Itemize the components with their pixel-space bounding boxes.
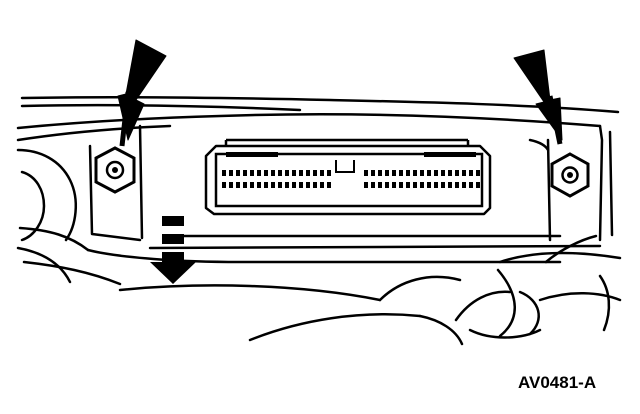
connector-pin bbox=[406, 182, 410, 188]
connector-pin bbox=[299, 170, 303, 176]
connector-pin bbox=[313, 170, 317, 176]
connector-pin bbox=[243, 170, 247, 176]
connector-pin bbox=[469, 182, 473, 188]
connector-pin bbox=[427, 170, 431, 176]
module-housing bbox=[204, 138, 492, 216]
connector-pin bbox=[313, 182, 317, 188]
connector-pin bbox=[371, 182, 375, 188]
connector-pin bbox=[257, 170, 261, 176]
connector-pin bbox=[385, 182, 389, 188]
connector-pin bbox=[378, 170, 382, 176]
connector-pin bbox=[476, 182, 480, 188]
connector-pin bbox=[320, 170, 324, 176]
connector-pin bbox=[427, 182, 431, 188]
connector-pin bbox=[271, 182, 275, 188]
right-nut-icon bbox=[550, 152, 590, 198]
connector-pin bbox=[406, 170, 410, 176]
connector-pin bbox=[327, 182, 331, 188]
connector-pin bbox=[278, 182, 282, 188]
connector-pin bbox=[455, 170, 459, 176]
connector-pin bbox=[243, 182, 247, 188]
connector-pin bbox=[278, 170, 282, 176]
connector-pin bbox=[462, 170, 466, 176]
dash-panel-outline bbox=[16, 95, 620, 242]
connector-pin bbox=[264, 170, 268, 176]
connector-pin bbox=[434, 170, 438, 176]
connector-pin bbox=[292, 182, 296, 188]
down-arrow-icon bbox=[150, 216, 196, 284]
connector-pin bbox=[378, 182, 382, 188]
module-connector bbox=[214, 152, 484, 208]
connector-pin bbox=[285, 182, 289, 188]
lower-trim-contours bbox=[118, 251, 622, 346]
connector-pin bbox=[320, 182, 324, 188]
connector-pin bbox=[371, 170, 375, 176]
connector-pin bbox=[222, 170, 226, 176]
connector-pin bbox=[448, 182, 452, 188]
connector-pin bbox=[476, 170, 480, 176]
connector-pin bbox=[441, 182, 445, 188]
connector-pin bbox=[448, 170, 452, 176]
connector-pin bbox=[236, 170, 240, 176]
connector-pin bbox=[462, 182, 466, 188]
connector-pin bbox=[264, 182, 268, 188]
figure-code-label: AV0481-A bbox=[518, 373, 596, 392]
connector-pin bbox=[434, 182, 438, 188]
connector-pins bbox=[222, 170, 480, 188]
mounting-rail bbox=[148, 234, 602, 250]
connector-pin bbox=[392, 182, 396, 188]
connector-pin bbox=[399, 182, 403, 188]
connector-pin bbox=[392, 170, 396, 176]
connector-pin bbox=[250, 170, 254, 176]
connector-pin bbox=[229, 170, 233, 176]
connector-pin bbox=[236, 182, 240, 188]
connector-pin bbox=[222, 182, 226, 188]
connector-pin bbox=[327, 170, 331, 176]
connector-pin bbox=[285, 170, 289, 176]
connector-pin bbox=[229, 182, 233, 188]
right-bracket-structure bbox=[528, 138, 598, 264]
connector-pin bbox=[441, 170, 445, 176]
connector-pin bbox=[469, 170, 473, 176]
connector-pin bbox=[455, 182, 459, 188]
connector-pin bbox=[364, 170, 368, 176]
connector-pin bbox=[413, 170, 417, 176]
connector-pin bbox=[306, 170, 310, 176]
left-callout-arrow-icon bbox=[117, 39, 167, 147]
connector-pin bbox=[420, 182, 424, 188]
connector-pin bbox=[399, 170, 403, 176]
connector-pin bbox=[413, 182, 417, 188]
connector-pin bbox=[271, 170, 275, 176]
connector-pin bbox=[385, 170, 389, 176]
connector-pin bbox=[306, 182, 310, 188]
connector-pin bbox=[420, 170, 424, 176]
right-callout-arrow-icon bbox=[513, 49, 563, 145]
connector-pin bbox=[257, 182, 261, 188]
left-bracket-structure bbox=[16, 124, 562, 286]
connector-pin bbox=[250, 182, 254, 188]
connector-pin bbox=[292, 170, 296, 176]
connector-pin bbox=[364, 182, 368, 188]
connector-pin bbox=[299, 182, 303, 188]
left-nut-icon bbox=[94, 146, 136, 194]
